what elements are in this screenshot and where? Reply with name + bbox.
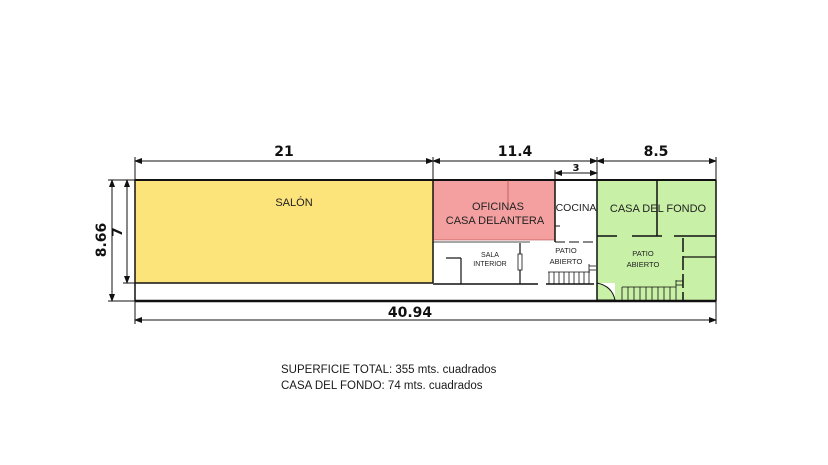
room-oficinas: [433, 180, 555, 240]
dim-cocina-3: 3: [573, 163, 580, 174]
note-casa-del-fondo: CASA DEL FONDO: 74 mts. cuadrados: [281, 380, 483, 392]
dim-7: 7: [110, 227, 126, 237]
note-superficie-total: SUPERFICIE TOTAL: 355 mts. cuadrados: [281, 364, 497, 376]
label-sala-interior-1: SALA: [481, 252, 499, 259]
label-cocina: COCINA: [556, 202, 597, 214]
label-casa-del-fondo: CASA DEL FONDO: [610, 203, 707, 215]
label-oficinas-2: CASA DELANTERA: [446, 215, 545, 227]
dimension-lines: [108, 157, 717, 324]
dim-11-4: 11.4: [498, 144, 533, 160]
label-sala-interior-2: INTERIOR: [473, 261, 506, 268]
label-patio-abierto-1a: PATIO: [555, 246, 577, 255]
label-patio-abierto-1b: ABIERTO: [550, 257, 583, 266]
label-patio-abierto-2b: ABIERTO: [627, 260, 660, 269]
room-salon: [135, 180, 433, 283]
area-notes: SUPERFICIE TOTAL: 355 mts. cuadrados CAS…: [281, 362, 496, 394]
dim-40-94: 40.94: [388, 305, 433, 321]
dim-8-5: 8.5: [644, 144, 669, 160]
dim-21: 21: [274, 144, 293, 160]
label-salon: SALÓN: [275, 196, 312, 209]
label-oficinas-1: OFICINAS: [472, 201, 524, 213]
dim-8-66: 8.66: [94, 223, 110, 258]
walls: [134, 179, 717, 303]
label-patio-abierto-2a: PATIO: [632, 249, 654, 258]
room-cocina: [555, 180, 597, 240]
